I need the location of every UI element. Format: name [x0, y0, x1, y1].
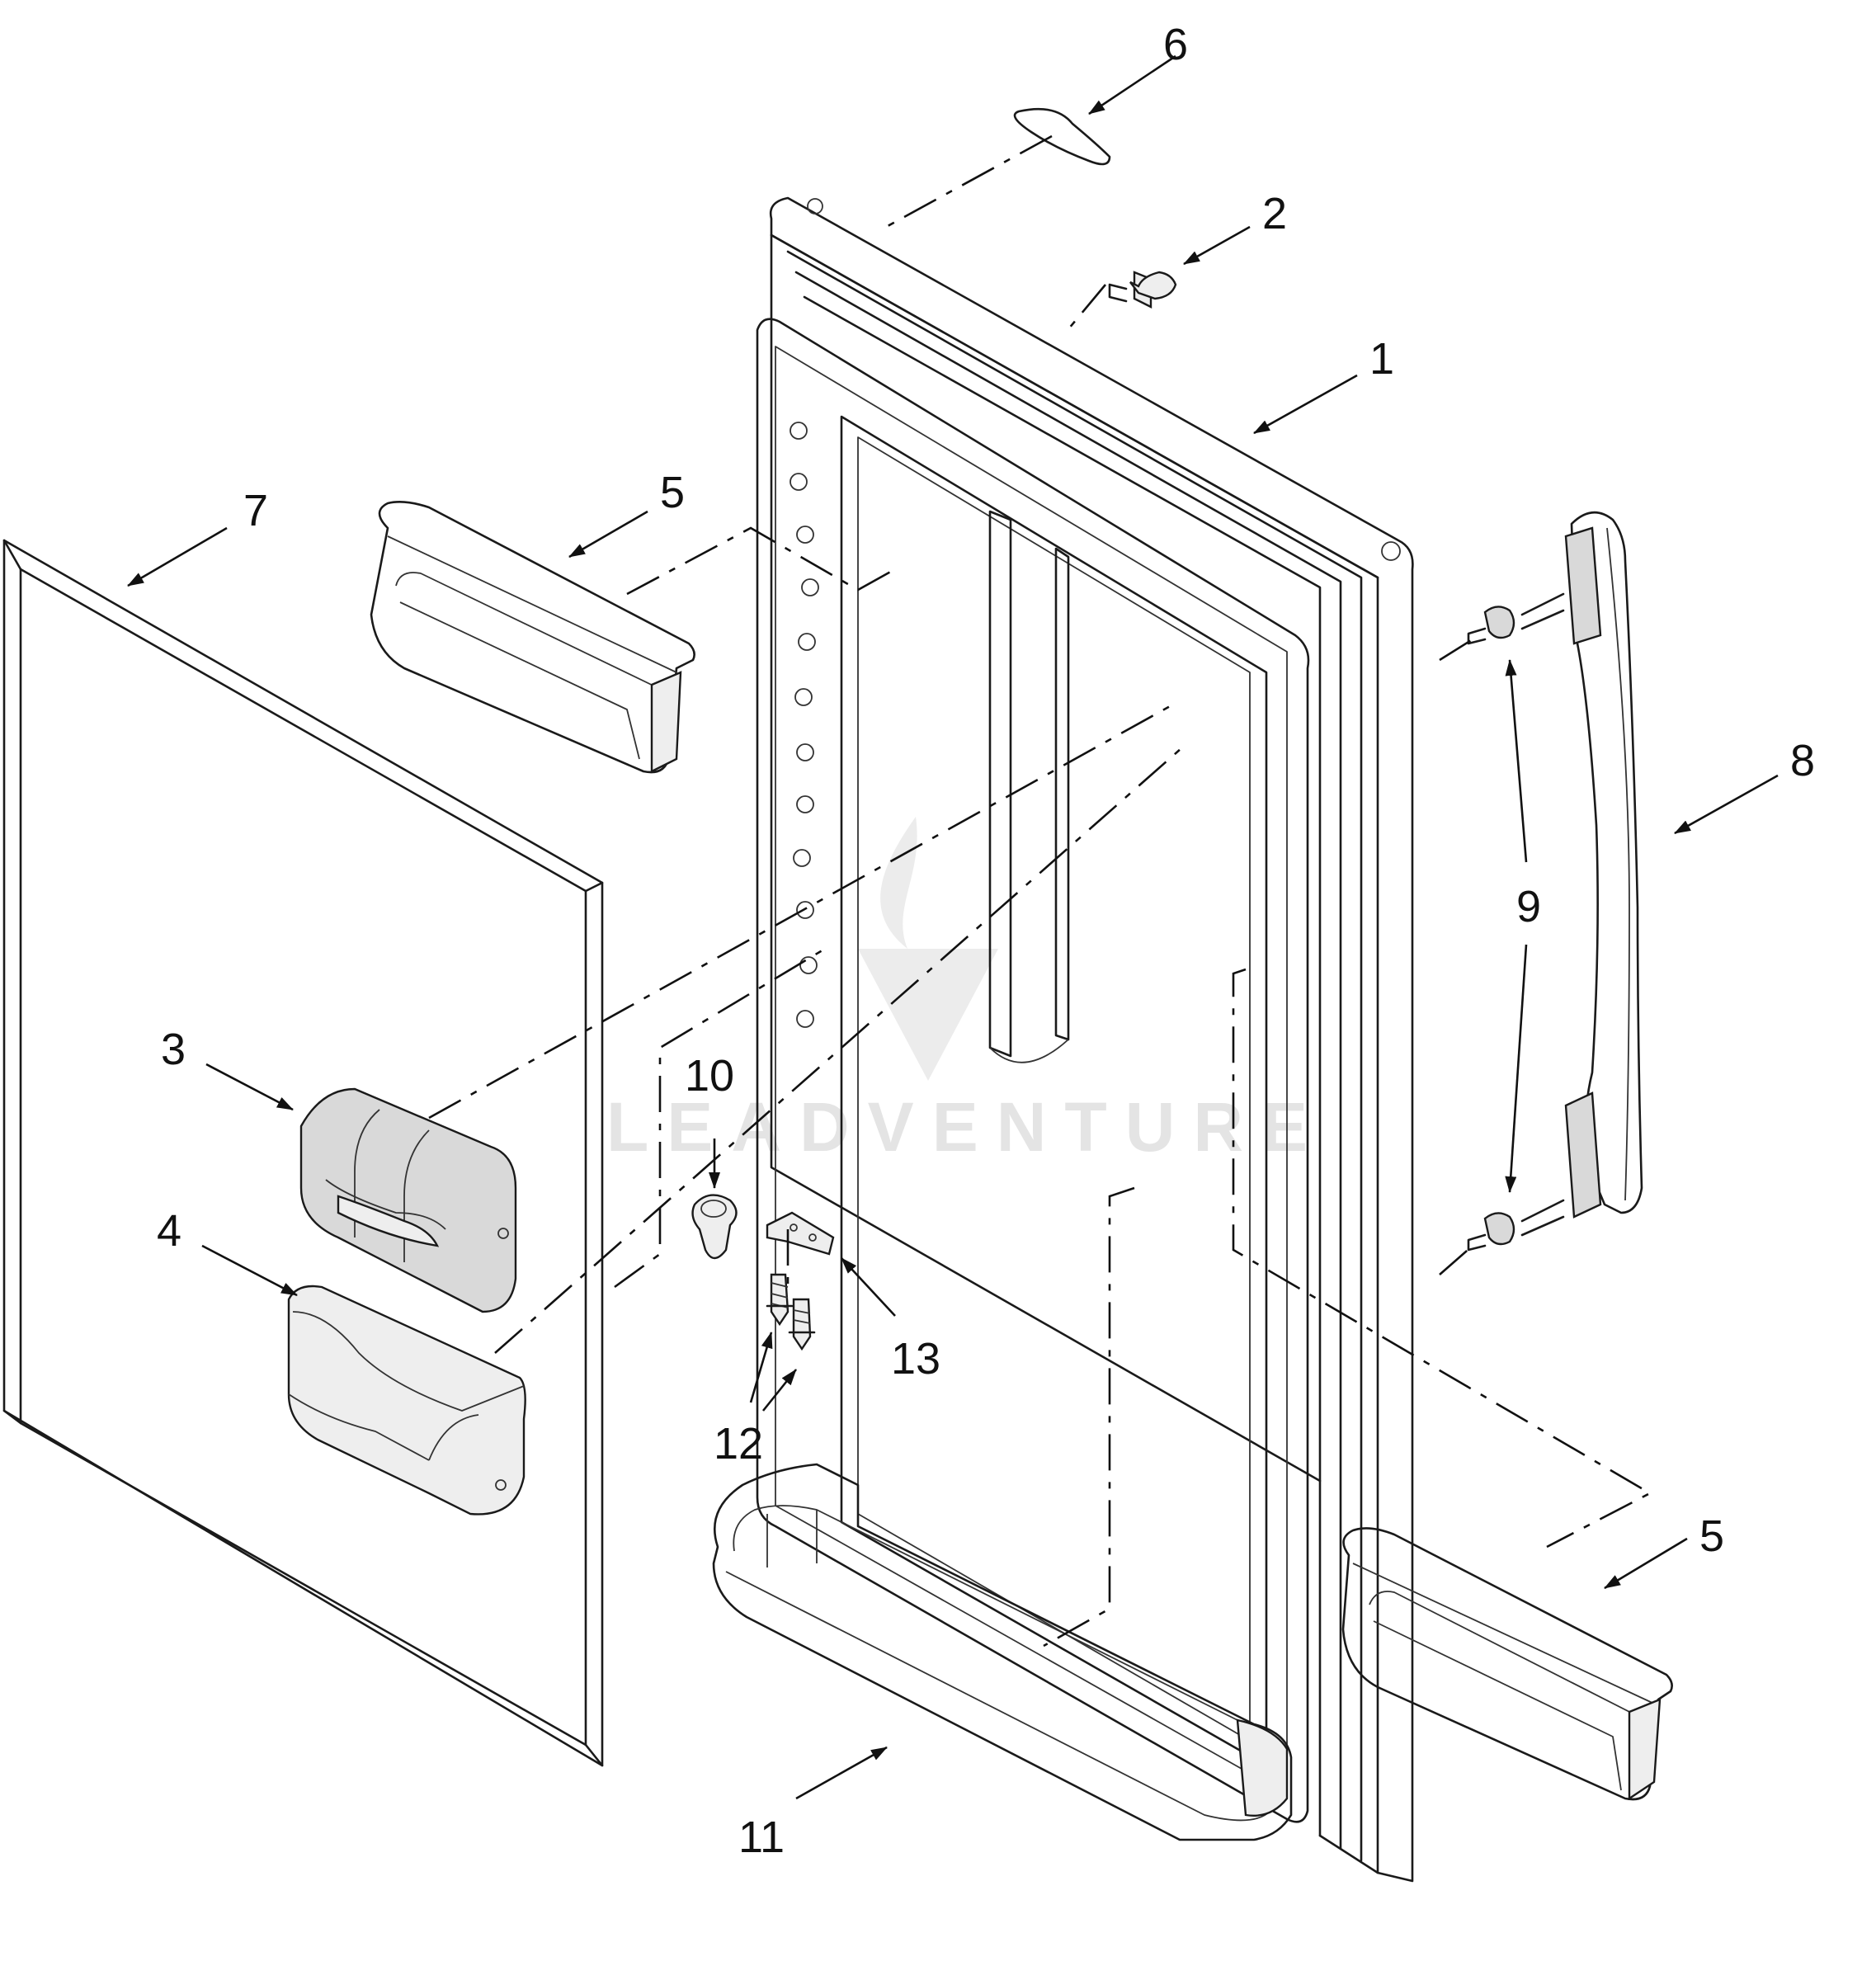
- callout-labels: 6 2 1 5 7 8 9 3 4 10 13 12 5 11: [157, 20, 1815, 1862]
- handle-screw-upper: [1467, 592, 1565, 645]
- dairy-bin: [287, 1285, 526, 1516]
- assembly-lines: [428, 134, 1652, 1648]
- door-bin-wide: [712, 1463, 1293, 1841]
- callout-13: 13: [891, 1334, 940, 1384]
- mounting-bracket: [766, 1211, 835, 1256]
- callout-2: 2: [1262, 189, 1287, 238]
- handle-screw-lower: [1467, 1199, 1565, 1252]
- callout-7: 7: [243, 486, 268, 535]
- watermark: LEADVENTURE: [606, 817, 1326, 1166]
- callout-9: 9: [1516, 882, 1541, 931]
- screw-short: [788, 1298, 816, 1351]
- dairy-compartment-cover: [299, 1087, 517, 1313]
- callout-8: 8: [1790, 736, 1815, 785]
- callout-11: 11: [738, 1813, 785, 1862]
- gasket-ring: [1013, 107, 1111, 166]
- callout-12: 12: [714, 1419, 763, 1468]
- leader-arrows: [127, 54, 1779, 1800]
- plug-cap: [691, 1194, 738, 1260]
- callout-4: 4: [157, 1206, 181, 1256]
- callout-3: 3: [161, 1025, 186, 1074]
- callout-5-upper: 5: [660, 468, 685, 517]
- callout-5-lower: 5: [1699, 1511, 1724, 1561]
- watermark-text: LEADVENTURE: [606, 1088, 1326, 1166]
- door-handle: [1564, 511, 1643, 1219]
- door-inner-liner: [756, 318, 1310, 1823]
- callout-10: 10: [685, 1051, 734, 1101]
- shelf-support-bumps: [790, 422, 819, 1028]
- door-frame: [769, 196, 1414, 1883]
- callout-1: 1: [1369, 334, 1394, 384]
- door-bin-lower: [1341, 1527, 1673, 1801]
- hinge-pin: [1108, 271, 1177, 309]
- callout-6: 6: [1163, 20, 1188, 69]
- screw-long: [766, 1273, 794, 1327]
- door-liner-panel: [2, 539, 604, 1767]
- door-bin-upper: [370, 501, 695, 774]
